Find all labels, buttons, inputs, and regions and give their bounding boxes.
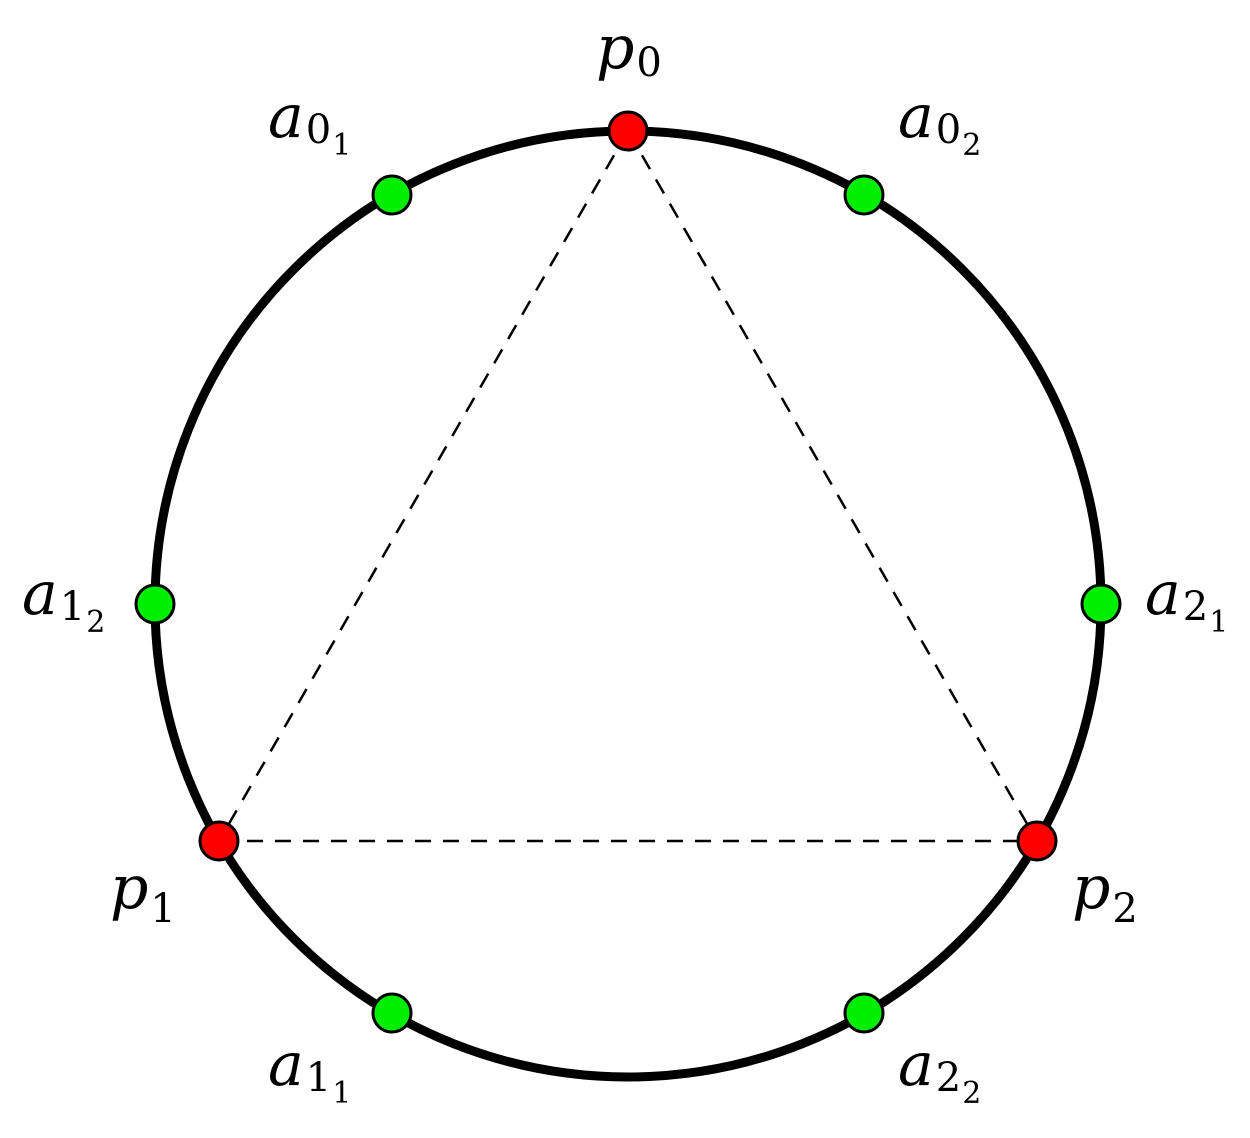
labels: p0 p1 p2 a01 a02 a12 a21 a11 [22,13,1228,1111]
main-circle [150,126,1106,1082]
label-a22: a22 [898,1030,981,1111]
label-a02: a02 [898,82,981,163]
point-p2 [1016,820,1058,862]
label-a12: a12 [22,559,105,640]
dashed-triangle [217,130,1039,843]
label-p2: p2 [1072,853,1138,932]
point-p1 [198,820,240,862]
label-a11: a11 [268,1030,351,1111]
point-a01 [371,174,413,216]
label-a21: a21 [1145,559,1228,640]
point-a02 [843,174,885,216]
label-a01: a01 [268,82,351,163]
point-p0 [607,110,649,152]
edge-p0-p1 [217,130,630,842]
a-points [134,174,1122,1034]
label-p1: p1 [110,853,176,932]
point-a22 [843,992,885,1034]
point-a21 [1080,583,1122,625]
edge-p0-p2 [626,130,1039,842]
p-points [198,110,1058,862]
point-a12 [134,583,176,625]
point-a11 [371,992,413,1034]
label-p0: p0 [596,13,662,86]
